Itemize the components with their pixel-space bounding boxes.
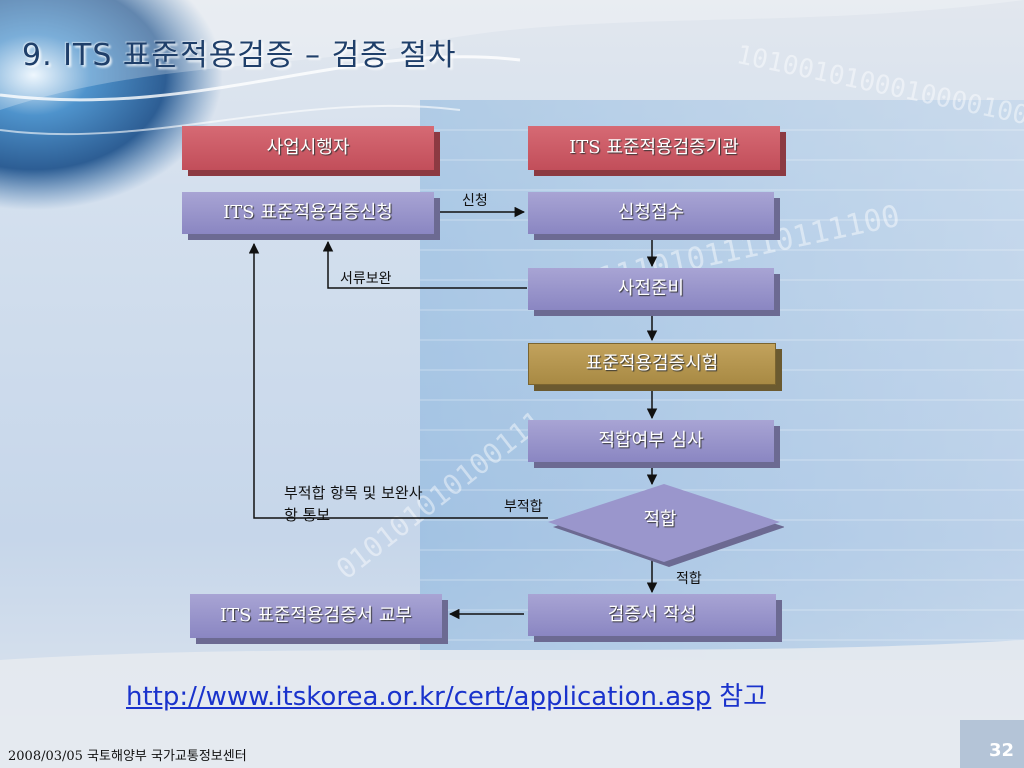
apply-arrow-label: 신청 — [462, 193, 488, 209]
test-box-label: 표준적용검증시험 — [585, 353, 719, 374]
supplement-label: 서류보완 — [340, 271, 392, 287]
fail-label: 부적합 — [504, 499, 543, 515]
receive-box-label: 신청접수 — [617, 202, 685, 223]
prepare-box: 사전준비 — [528, 268, 774, 310]
applicant-header-label: 사업시행자 — [266, 137, 350, 158]
issue-cert-box-label: 검증서 작성 — [607, 604, 697, 625]
agency-header-label: ITS 표준적용검증기관 — [569, 137, 739, 158]
footer-text: 2008/03/05 국토해양부 국가교통정보센터 — [8, 749, 247, 764]
applicant-header: 사업시행자 — [182, 126, 434, 170]
page-number: 32 — [988, 740, 1014, 761]
prepare-box-label: 사전준비 — [617, 278, 685, 299]
issue-cert-box: 검증서 작성 — [528, 594, 776, 636]
decision-label: 적합 — [560, 505, 760, 535]
reference-link[interactable]: http://www.itskorea.or.kr/cert/applicati… — [126, 682, 712, 712]
fail-notice-label: 부적합 항목 및 보완사항 통보 — [284, 484, 423, 524]
slide-title: 9. ITS 표준적용검증 – 검증 절차 — [22, 38, 457, 73]
deliver-cert-box-label: ITS 표준적용검증서 교부 — [220, 605, 412, 626]
test-box: 표준적용검증시험 — [528, 343, 776, 385]
reference-note: 참고 — [719, 682, 768, 712]
review-box: 적합여부 심사 — [528, 420, 774, 462]
decision-label-text: 적합 — [643, 509, 677, 530]
apply-box: ITS 표준적용검증신청 — [182, 192, 434, 234]
pass-label: 적합 — [676, 571, 702, 587]
receive-box: 신청접수 — [528, 192, 774, 234]
reference-link-line: http://www.itskorea.or.kr/cert/applicati… — [126, 676, 767, 713]
agency-header: ITS 표준적용검증기관 — [528, 126, 780, 170]
decision-diamond — [548, 484, 784, 567]
review-box-label: 적합여부 심사 — [598, 430, 704, 451]
apply-box-label: ITS 표준적용검증신청 — [223, 202, 393, 223]
deliver-cert-box: ITS 표준적용검증서 교부 — [190, 594, 442, 638]
